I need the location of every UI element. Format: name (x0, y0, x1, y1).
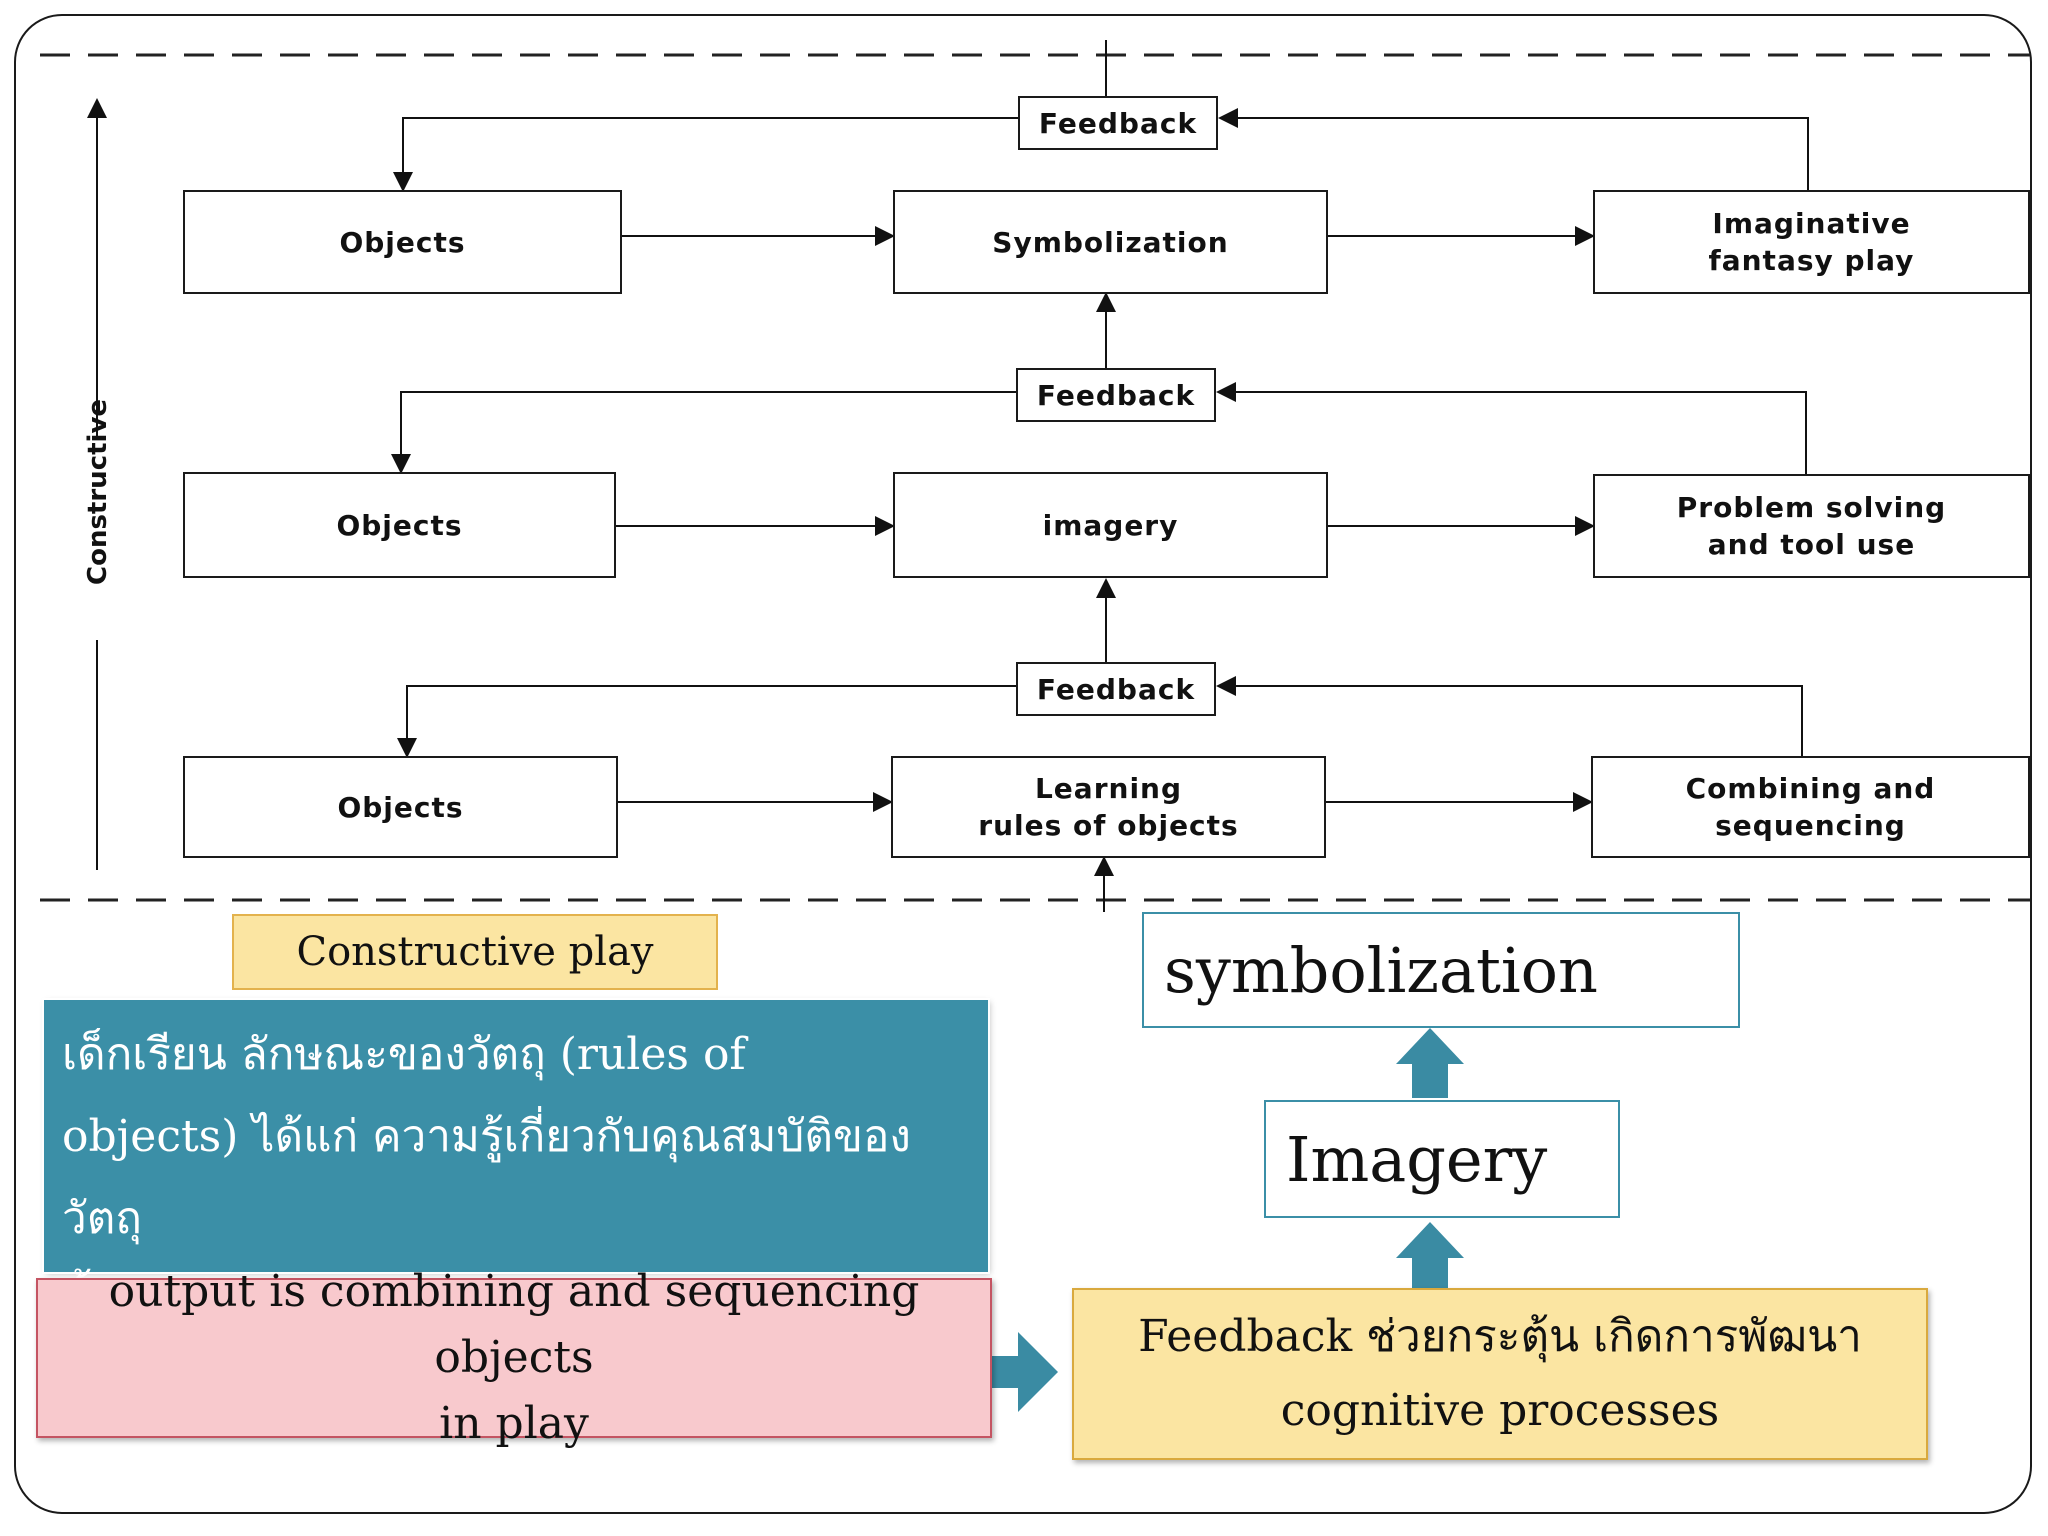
output-line2: fantasy play (1708, 244, 1915, 277)
imagery-note-box: Imagery (1264, 1100, 1620, 1218)
output-description-box: output is combining and sequencing objec… (36, 1266, 992, 1449)
imagery-box: imagery (893, 472, 1328, 578)
process-line1: Learning (1034, 772, 1183, 805)
process-line2: rules of objects (978, 809, 1239, 842)
row3-feedback-to-objects (397, 685, 1016, 758)
symbolization-note-box: symbolization (1142, 912, 1740, 1028)
teal-arrow-up-to-symbolization (1396, 1028, 1464, 1098)
slide-frame (14, 14, 2032, 1514)
output-line1: Combining and (1685, 772, 1936, 805)
objects-box-row2: Objects (183, 472, 616, 578)
feedback-box-row1: Feedback (1018, 96, 1218, 150)
problem-solving-box: Problem solving and tool use (1593, 474, 2030, 578)
feedback-box-row2: Feedback (1016, 368, 1216, 422)
combining-sequencing-box: Combining and sequencing (1591, 756, 2030, 858)
feedback-box-row3: Feedback (1016, 662, 1216, 716)
thai-line2: objects) ได้แก่ ความรู้เกี่ยวกับคุณสมบัต… (62, 1111, 911, 1244)
teal-arrow-up-to-imagery (1396, 1222, 1464, 1290)
output-line1: Problem solving (1676, 491, 1947, 524)
learning-rules-box: Learning rules of objects (891, 756, 1326, 858)
constructive-axis-label: Constructive (83, 398, 113, 585)
constructive-play-label: Constructive play (232, 914, 718, 990)
row1-feedback-return (1218, 108, 1809, 190)
symbolization-box: Symbolization (893, 190, 1328, 294)
thai-line1: เด็กเรียน ลักษณะของวัตถุ (rules of (62, 1029, 746, 1080)
output-desc-line1: output is combining and sequencing objec… (108, 1266, 920, 1383)
feedback-description-box: Feedback ช่วยกระตุ้น เกิดการพัฒนา cognit… (1072, 1288, 1928, 1460)
output-desc-line2: in play (439, 1398, 589, 1449)
row1-feedback-to-objects (393, 117, 1018, 192)
thai-description-box: เด็กเรียน ลักษณะของวัตถุ (rules of objec… (44, 1000, 988, 1326)
output-line2: sequencing (1715, 809, 1906, 842)
imaginative-fantasy-box: Imaginative fantasy play (1593, 190, 2030, 294)
objects-box-row3: Objects (183, 756, 618, 858)
row2-feedback-to-objects (391, 391, 1016, 474)
output-line1: Imaginative (1712, 207, 1911, 240)
output-line2: and tool use (1707, 528, 1916, 561)
feedback-desc-line1: Feedback ช่วยกระตุ้น เกิดการพัฒนา (1138, 1311, 1862, 1362)
objects-box-row1: Objects (183, 190, 622, 294)
row2-feedback-return (1216, 382, 1807, 474)
row3-feedback-return (1216, 676, 1803, 756)
feedback-desc-line2: cognitive processes (1280, 1385, 1720, 1436)
teal-arrow-right (990, 1332, 1058, 1412)
